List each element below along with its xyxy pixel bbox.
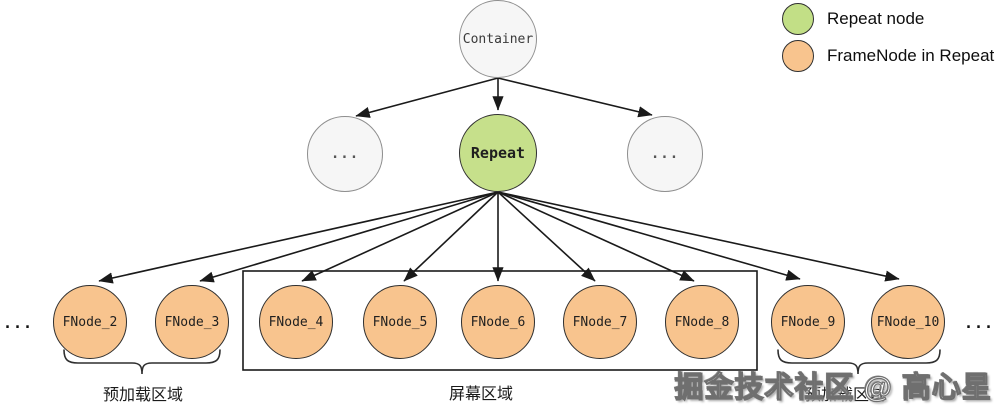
container-node-label: Container	[462, 31, 534, 47]
container-node: Container	[459, 0, 537, 78]
container-edges	[355, 77, 653, 118]
fnode-9-label: FNode_9	[780, 314, 836, 330]
fnode-3-label: FNode_3	[164, 314, 220, 330]
region-label-screen: 屏幕区域	[448, 386, 514, 403]
fnode-6: FNode_6	[461, 285, 535, 359]
legend-label-repeat: Repeat node	[827, 9, 925, 28]
repeat-edges	[98, 191, 900, 284]
fnode-4-label: FNode_4	[268, 314, 324, 330]
fnode-4: FNode_4	[259, 285, 333, 359]
region-label-preload-right: 预加载区域	[804, 387, 886, 404]
ellipsis-node-left: ...	[307, 116, 383, 192]
ellipsis-node-right: ...	[627, 116, 703, 192]
repeat-node-label: Repeat	[470, 144, 526, 162]
fnode-2: FNode_2	[53, 285, 127, 359]
ellipsis-left: ...	[2, 314, 34, 332]
fnode-5-label: FNode_5	[372, 314, 428, 330]
legend-item-framenode: FrameNode in Repeat	[782, 40, 994, 72]
region-label-preload-left: 预加载区域	[102, 387, 184, 404]
watermark: 掘金技术社区 @ 高心星	[674, 371, 992, 404]
repeat-node-swatch-icon	[782, 3, 814, 35]
legend-label-framenode: FrameNode in Repeat	[827, 46, 995, 65]
fnode-9: FNode_9	[771, 285, 845, 359]
fnode-6-label: FNode_6	[470, 314, 526, 330]
fnode-8: FNode_8	[665, 285, 739, 359]
fnode-8-label: FNode_8	[674, 314, 730, 330]
repeat-node: Repeat	[459, 114, 537, 192]
ellipsis-right: ...	[963, 314, 995, 332]
ellipsis-node-left-label: ...	[330, 146, 360, 162]
fnode-7-label: FNode_7	[572, 314, 628, 330]
fnode-2-label: FNode_2	[62, 314, 118, 330]
fnode-10-label: FNode_10	[876, 314, 940, 330]
ellipsis-node-right-label: ...	[650, 146, 680, 162]
framenode-swatch-icon	[782, 40, 814, 72]
fnode-7: FNode_7	[563, 285, 637, 359]
fnode-5: FNode_5	[363, 285, 437, 359]
fnode-10: FNode_10	[871, 285, 945, 359]
fnode-3: FNode_3	[155, 285, 229, 359]
legend-item-repeat: Repeat node	[782, 3, 924, 35]
